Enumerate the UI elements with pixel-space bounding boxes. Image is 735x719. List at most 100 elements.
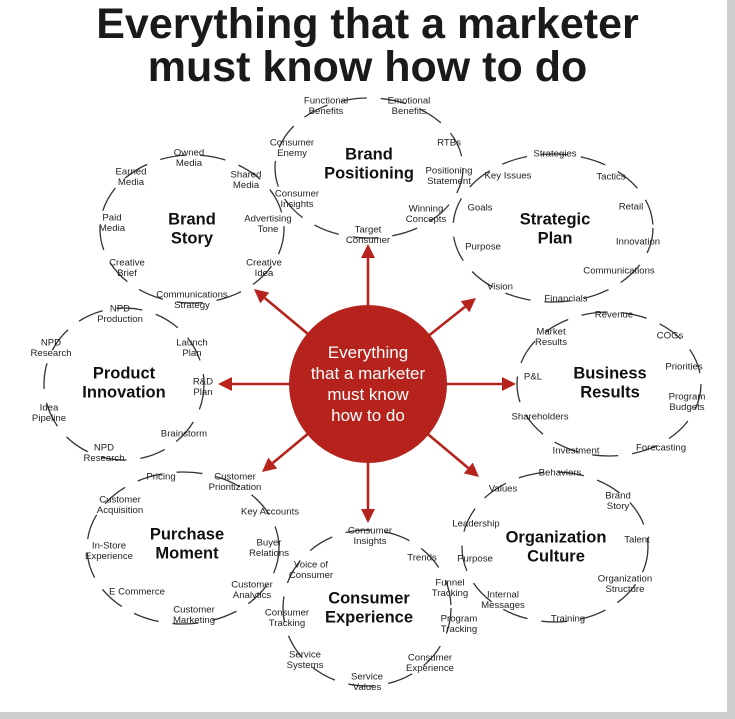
item-pricing-line: Pricing bbox=[146, 472, 175, 483]
item-key-accounts: Key Accounts bbox=[241, 507, 299, 518]
item-funnel-tracking-line: Tracking bbox=[432, 588, 468, 599]
item-customer-analytics-line: Analytics bbox=[233, 590, 272, 601]
item-program-budgets-line: Budgets bbox=[669, 402, 704, 413]
item-e-commerce-line: E Commerce bbox=[109, 587, 165, 598]
item-functional-benefits-line: Benefits bbox=[309, 106, 344, 117]
item-emotional-benefits-line: Benefits bbox=[392, 106, 427, 117]
item-values: Values bbox=[489, 484, 518, 495]
item-talent: Talent bbox=[624, 535, 650, 546]
item-revenue-line: Revenue bbox=[595, 310, 633, 321]
item-customer-prioritization-line: Prioritization bbox=[209, 482, 262, 493]
item-customer-acquisition-line: Acquisition bbox=[97, 505, 143, 516]
diagram-canvas: Everything that a marketer must know how… bbox=[0, 0, 727, 712]
item-functional-benefits-line: Functional bbox=[304, 95, 348, 106]
item-priorities-line: Priorities bbox=[665, 362, 703, 373]
item-launch-plan-line: Plan bbox=[182, 348, 201, 359]
cluster-title-line: Results bbox=[580, 384, 640, 402]
item-rd-plan-line: R&D bbox=[193, 376, 213, 387]
item-voice-of-consumer-line: Voice of bbox=[294, 559, 328, 570]
item-tactics: Tactics bbox=[596, 172, 626, 183]
item-consumer-enemy-line: Consumer bbox=[270, 137, 315, 148]
item-program-budgets-line: Program bbox=[669, 391, 706, 402]
center-label-line: how to do bbox=[331, 406, 405, 425]
item-communications: Communications bbox=[583, 266, 655, 277]
item-retail: Retail bbox=[619, 202, 644, 213]
center-label-line: must know bbox=[327, 385, 409, 404]
item-brand-story-oc-line: Brand bbox=[605, 490, 631, 501]
item-e-commerce: E Commerce bbox=[109, 587, 165, 598]
cluster-ring bbox=[452, 153, 654, 303]
item-creative-brief-line: Creative bbox=[109, 257, 145, 268]
center-circle bbox=[289, 305, 447, 463]
item-emotional-benefits-line: Emotional bbox=[388, 95, 431, 106]
item-purpose-oc-line: Purpose bbox=[457, 554, 493, 565]
item-earned-media-line: Earned bbox=[116, 166, 147, 177]
cluster-title-line: Brand bbox=[168, 211, 216, 229]
arrow-head bbox=[460, 298, 476, 313]
item-consumer-insights-ce-line: Consumer bbox=[348, 525, 393, 536]
item-key-issues-line: Key Issues bbox=[485, 171, 532, 182]
cluster-title-line: Consumer bbox=[328, 590, 410, 608]
item-winning-concepts-line: Concepts bbox=[406, 214, 447, 225]
item-service-values-line: Service bbox=[351, 671, 383, 682]
item-target-consumer-line: Target bbox=[355, 224, 382, 235]
item-retail-line: Retail bbox=[619, 202, 644, 213]
item-values-line: Values bbox=[489, 484, 518, 495]
diagram-title-line-1: Everything that a marketer bbox=[96, 0, 639, 48]
item-idea-pipeline-line: Idea bbox=[40, 402, 59, 413]
item-consumer-enemy-line: Enemy bbox=[277, 148, 307, 159]
item-revenue: Revenue bbox=[595, 310, 633, 321]
item-earned-media-line: Media bbox=[118, 177, 145, 188]
item-goals-line: Goals bbox=[467, 203, 492, 214]
item-behaviors-line: Behaviors bbox=[539, 468, 582, 479]
item-communications-strategy-line: Communications bbox=[156, 289, 228, 300]
item-buyer-relations-line: Buyer bbox=[256, 537, 282, 548]
item-key-issues: Key Issues bbox=[485, 171, 532, 182]
item-brand-story-oc-line: Story bbox=[607, 501, 630, 512]
item-talent-line: Talent bbox=[624, 535, 650, 546]
item-investment: Investment bbox=[553, 446, 600, 457]
item-rtbs: RTBs bbox=[437, 138, 461, 149]
cluster-title-line: Moment bbox=[155, 545, 219, 563]
arrow-head bbox=[254, 289, 270, 304]
item-financials-line: Financials bbox=[544, 294, 587, 305]
center-label-line: Everything bbox=[328, 343, 408, 362]
cluster-title-line: Organization bbox=[506, 529, 607, 547]
cluster-title-line: Business bbox=[573, 365, 646, 383]
item-npd-research-left-line: Research bbox=[30, 348, 71, 359]
item-advertising-tone-line: Advertising bbox=[244, 213, 291, 224]
item-customer-prioritization-line: Customer bbox=[214, 471, 256, 482]
item-internal-messages-line: Messages bbox=[481, 600, 525, 611]
item-trends-line: Trends bbox=[407, 553, 437, 564]
item-priorities: Priorities bbox=[665, 362, 703, 373]
item-training: Training bbox=[551, 614, 585, 625]
cluster-title-line: Experience bbox=[325, 609, 413, 627]
item-purpose-line: Purpose bbox=[465, 242, 501, 253]
item-npd-research-left-line: NPD bbox=[41, 337, 61, 348]
item-shareholders-line: Shareholders bbox=[511, 412, 568, 423]
